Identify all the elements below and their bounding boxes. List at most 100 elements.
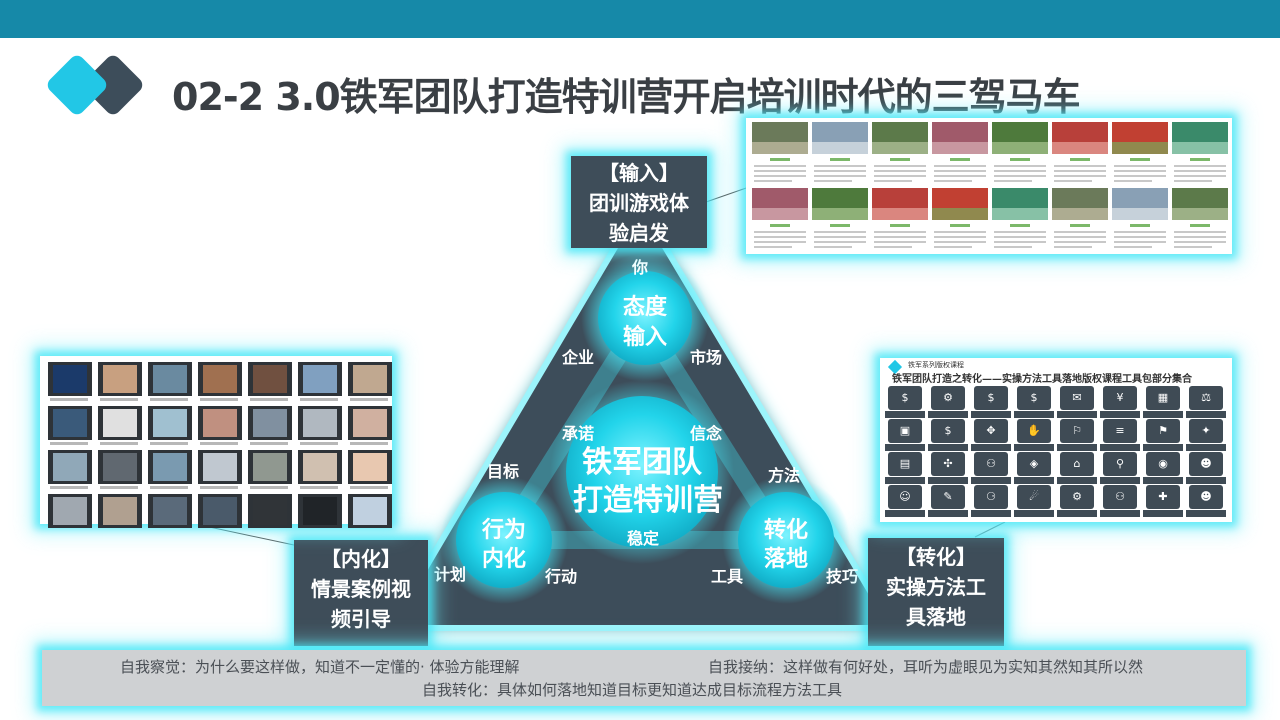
video-caption-line	[100, 398, 138, 401]
game-photo-text-line	[754, 170, 806, 172]
video-frame-image	[53, 409, 87, 437]
game-photo-text-line	[814, 236, 866, 238]
video-caption-line	[200, 486, 238, 489]
center-line2: 打造特训营	[573, 483, 723, 518]
tool-caption	[928, 444, 968, 451]
word-wending: 稳定	[627, 529, 659, 548]
game-photo-text-line	[1174, 246, 1212, 248]
game-photo-text-line	[994, 236, 1046, 238]
video-thumbnail	[198, 450, 242, 484]
tool-icon: $	[974, 386, 1008, 410]
video-thumbnail	[148, 406, 192, 440]
video-frame-image	[253, 453, 287, 481]
video-thumbnail	[48, 450, 92, 484]
tool-icon: ⚙	[931, 386, 965, 410]
game-photo-text-line	[814, 180, 852, 182]
game-photo-text-line	[874, 236, 926, 238]
game-photo-text-line	[934, 165, 986, 167]
game-photo-text-line	[754, 231, 806, 233]
game-photo-text-line	[1054, 241, 1106, 243]
game-photo-ground	[932, 142, 988, 154]
game-photo-ground	[812, 208, 868, 220]
game-photo-ground	[812, 142, 868, 154]
video-thumbnail	[48, 494, 92, 528]
tool-icon: ✉	[1060, 386, 1094, 410]
game-photo-text-line	[1114, 246, 1152, 248]
video-caption-line	[150, 486, 188, 489]
tool-icon: ⌂	[1060, 452, 1094, 476]
tool-caption	[1143, 477, 1183, 484]
video-thumbnail	[298, 450, 342, 484]
game-photo-text-line	[994, 241, 1046, 243]
video-thumbnail	[98, 362, 142, 396]
word-shichang: 市场	[690, 348, 722, 367]
game-photo-caption	[830, 158, 850, 161]
right-circle	[738, 492, 834, 588]
tool-caption	[971, 510, 1011, 517]
game-photo-caption	[1010, 158, 1030, 161]
game-photo-text-line	[874, 246, 912, 248]
internal-box-line2: 情景案例视	[311, 577, 411, 601]
video-frame-image	[253, 365, 287, 393]
game-photo-ground	[1052, 142, 1108, 154]
video-frame-image	[353, 497, 387, 525]
word-jihua: 计划	[434, 565, 466, 584]
tool-icon: ▣	[888, 419, 922, 443]
tool-caption	[1100, 444, 1140, 451]
tool-icon: ⚐	[1060, 419, 1094, 443]
case-videos-panel	[40, 356, 392, 528]
video-frame-image	[153, 365, 187, 393]
video-frame-image	[153, 409, 187, 437]
game-photo-text-line	[754, 175, 806, 177]
right-circle-line1: 转化	[764, 517, 808, 543]
video-frame-image	[303, 497, 337, 525]
tool-icon: ✥	[974, 419, 1008, 443]
game-photo-text-line	[934, 175, 986, 177]
game-photos-panel	[746, 118, 1232, 254]
tool-caption	[928, 510, 968, 517]
transform-box: 【转化】 实操方法工 具落地	[868, 538, 1004, 646]
game-photo-text-line	[814, 165, 866, 167]
tool-caption	[1100, 510, 1140, 517]
game-photo-caption	[950, 224, 970, 227]
word-mubiao: 目标	[487, 462, 519, 481]
game-photo-ground	[1172, 208, 1228, 220]
tool-icon: ☻	[1189, 452, 1223, 476]
video-caption-line	[350, 486, 388, 489]
video-frame-image	[53, 497, 87, 525]
tool-caption	[928, 477, 968, 484]
word-qiye: 企业	[561, 348, 594, 367]
game-photo-text-line	[814, 241, 866, 243]
bottom-summary-panel: 自我察觉：为什么要这样做，知道不一定懂的· 体验方能理解 自我接纳：这样做有何好…	[42, 650, 1246, 706]
video-caption-line	[350, 442, 388, 445]
tool-icon: $	[1017, 386, 1051, 410]
game-photo-ground	[752, 142, 808, 154]
word-fangfa: 方法	[768, 466, 800, 485]
video-thumbnail	[98, 406, 142, 440]
tool-caption	[885, 477, 925, 484]
video-caption-line	[300, 442, 338, 445]
video-frame-image	[153, 453, 187, 481]
tool-caption	[1057, 411, 1097, 418]
game-photo-text-line	[754, 246, 792, 248]
transform-box-line3: 具落地	[906, 605, 966, 629]
summary-awareness: 自我察觉：为什么要这样做，知道不一定懂的· 体验方能理解	[120, 658, 520, 676]
game-photo-text-line	[1114, 236, 1166, 238]
game-photo-ground	[992, 208, 1048, 220]
game-photo-text-line	[754, 241, 806, 243]
game-photo-text-line	[874, 180, 912, 182]
game-photo-text-line	[754, 180, 792, 182]
game-photo-caption	[890, 158, 910, 161]
game-photo-ground	[1112, 142, 1168, 154]
game-photo-ground	[872, 142, 928, 154]
video-thumbnail	[298, 362, 342, 396]
tool-caption	[885, 444, 925, 451]
game-photo-text-line	[1114, 170, 1166, 172]
game-photo-text-line	[874, 231, 926, 233]
video-frame-image	[53, 453, 87, 481]
tool-icon: ✚	[1146, 485, 1180, 509]
internal-box: 【内化】 情景案例视 频引导	[294, 540, 428, 646]
video-caption-line	[200, 398, 238, 401]
game-photo-ground	[872, 208, 928, 220]
tools-panel: 铁军系列版权课程 铁军团队打造之转化——实操方法工具落地版权课程工具包部分集合 …	[880, 358, 1232, 522]
